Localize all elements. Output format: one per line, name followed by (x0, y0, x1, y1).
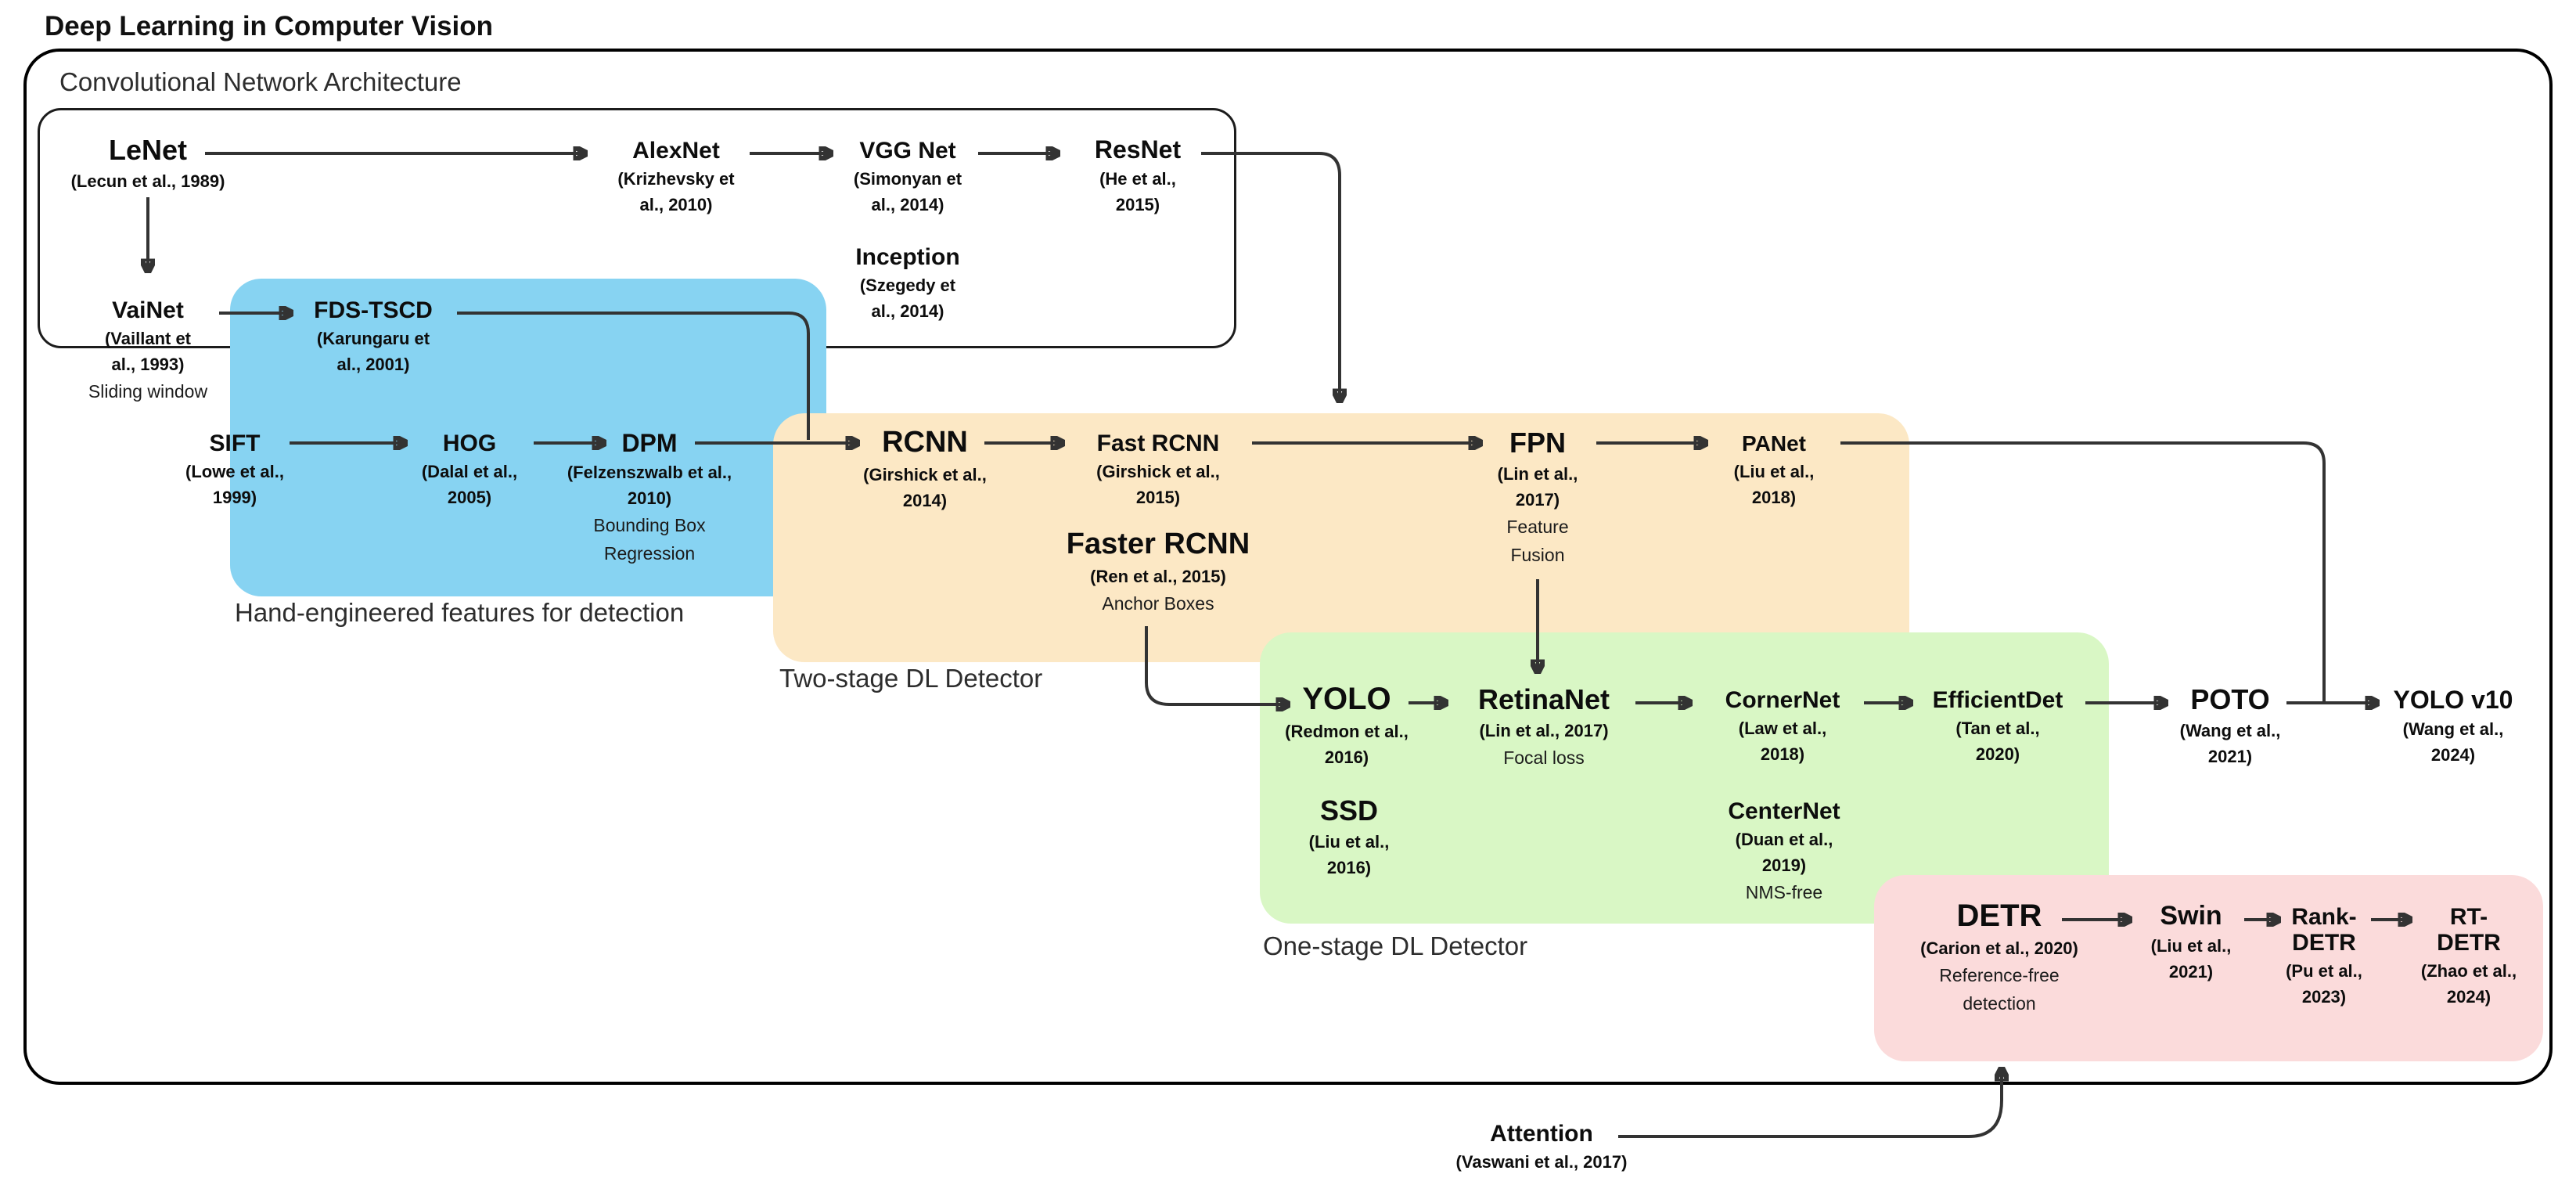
node-attention: Attention (Vaswani et al., 2017) (1455, 1121, 1628, 1172)
node-fds-tscd: FDS-TSCD (Karungaru et al., 2001) (314, 297, 433, 374)
node-lenet: LeNet (Lecun et al., 1989) (70, 134, 225, 191)
outer-frame (23, 49, 2553, 1085)
node-rcnn: RCNN (Girshick et al., 2014) (863, 426, 987, 510)
node-hog: HOG (Dalal et al., 2005) (421, 430, 518, 507)
two-stage-label: Two-stage DL Detector (779, 664, 1043, 693)
node-vggnet: VGG Net (Simonyan et al., 2014) (853, 138, 962, 214)
node-fastrcnn: Fast RCNN (Girshick et al., 2015) (1096, 430, 1220, 507)
transformer-detector-box (1874, 875, 2543, 1061)
node-fpn: FPN (Lin et al., 2017) Feature Fusion (1497, 427, 1578, 565)
node-sift: SIFT (Lowe et al., 1999) (185, 430, 284, 507)
page-title: Deep Learning in Computer Vision (45, 11, 494, 41)
hand-engineered-label: Hand-engineered features for detection (235, 598, 685, 627)
node-alexnet: AlexNet (Krizhevsky et al., 2010) (617, 138, 735, 214)
node-poto: POTO (Wang et al., 2021) (2179, 683, 2281, 766)
node-yolov10: YOLO v10 (Wang et al., 2024) (2393, 686, 2513, 765)
node-panet: PANet (Liu et al., 2018) (1733, 431, 1815, 507)
node-rtdetr: RT- DETR (Zhao et al., 2024) (2420, 904, 2517, 1007)
node-vainet: VaiNet (Vaillant et al., 1993) Sliding w… (88, 297, 208, 402)
node-inception: Inception (Szegedy et al., 2014) (855, 244, 960, 321)
node-dpm: DPM (Felzenszwalb et al., 2010) Bounding… (567, 429, 732, 564)
node-yolo: YOLO (Redmon et al., 2016) (1285, 682, 1409, 767)
node-cornernet: CornerNet (Law et al., 2018) (1725, 687, 1840, 764)
node-swin: Swin (Liu et al., 2021) (2150, 901, 2232, 982)
two-stage-box (773, 413, 1909, 662)
node-detr: DETR (Carion et al., 2020) Reference-fre… (1920, 899, 2078, 1014)
node-ssd: SSD (Liu et al., 2016) (1308, 794, 1390, 877)
node-efficientdet: EfficientDet (Tan et al., 2020) (1932, 687, 2063, 764)
node-retinanet: RetinaNet (Lin et al., 2017) Focal loss (1477, 683, 1610, 768)
node-centernet: CenterNet (Duan et al., 2019) NMS-free (1728, 798, 1840, 902)
one-stage-label: One-stage DL Detector (1263, 931, 1528, 960)
cnn-section-label: Convolutional Network Architecture (59, 67, 462, 96)
node-fasterrcnn: Faster RCNN (Ren et al., 2015) Anchor Bo… (1066, 528, 1250, 614)
node-resnet: ResNet (He et al., 2015) (1094, 135, 1182, 215)
node-rankdetr: Rank- DETR (Pu et al., 2023) (2286, 904, 2362, 1007)
